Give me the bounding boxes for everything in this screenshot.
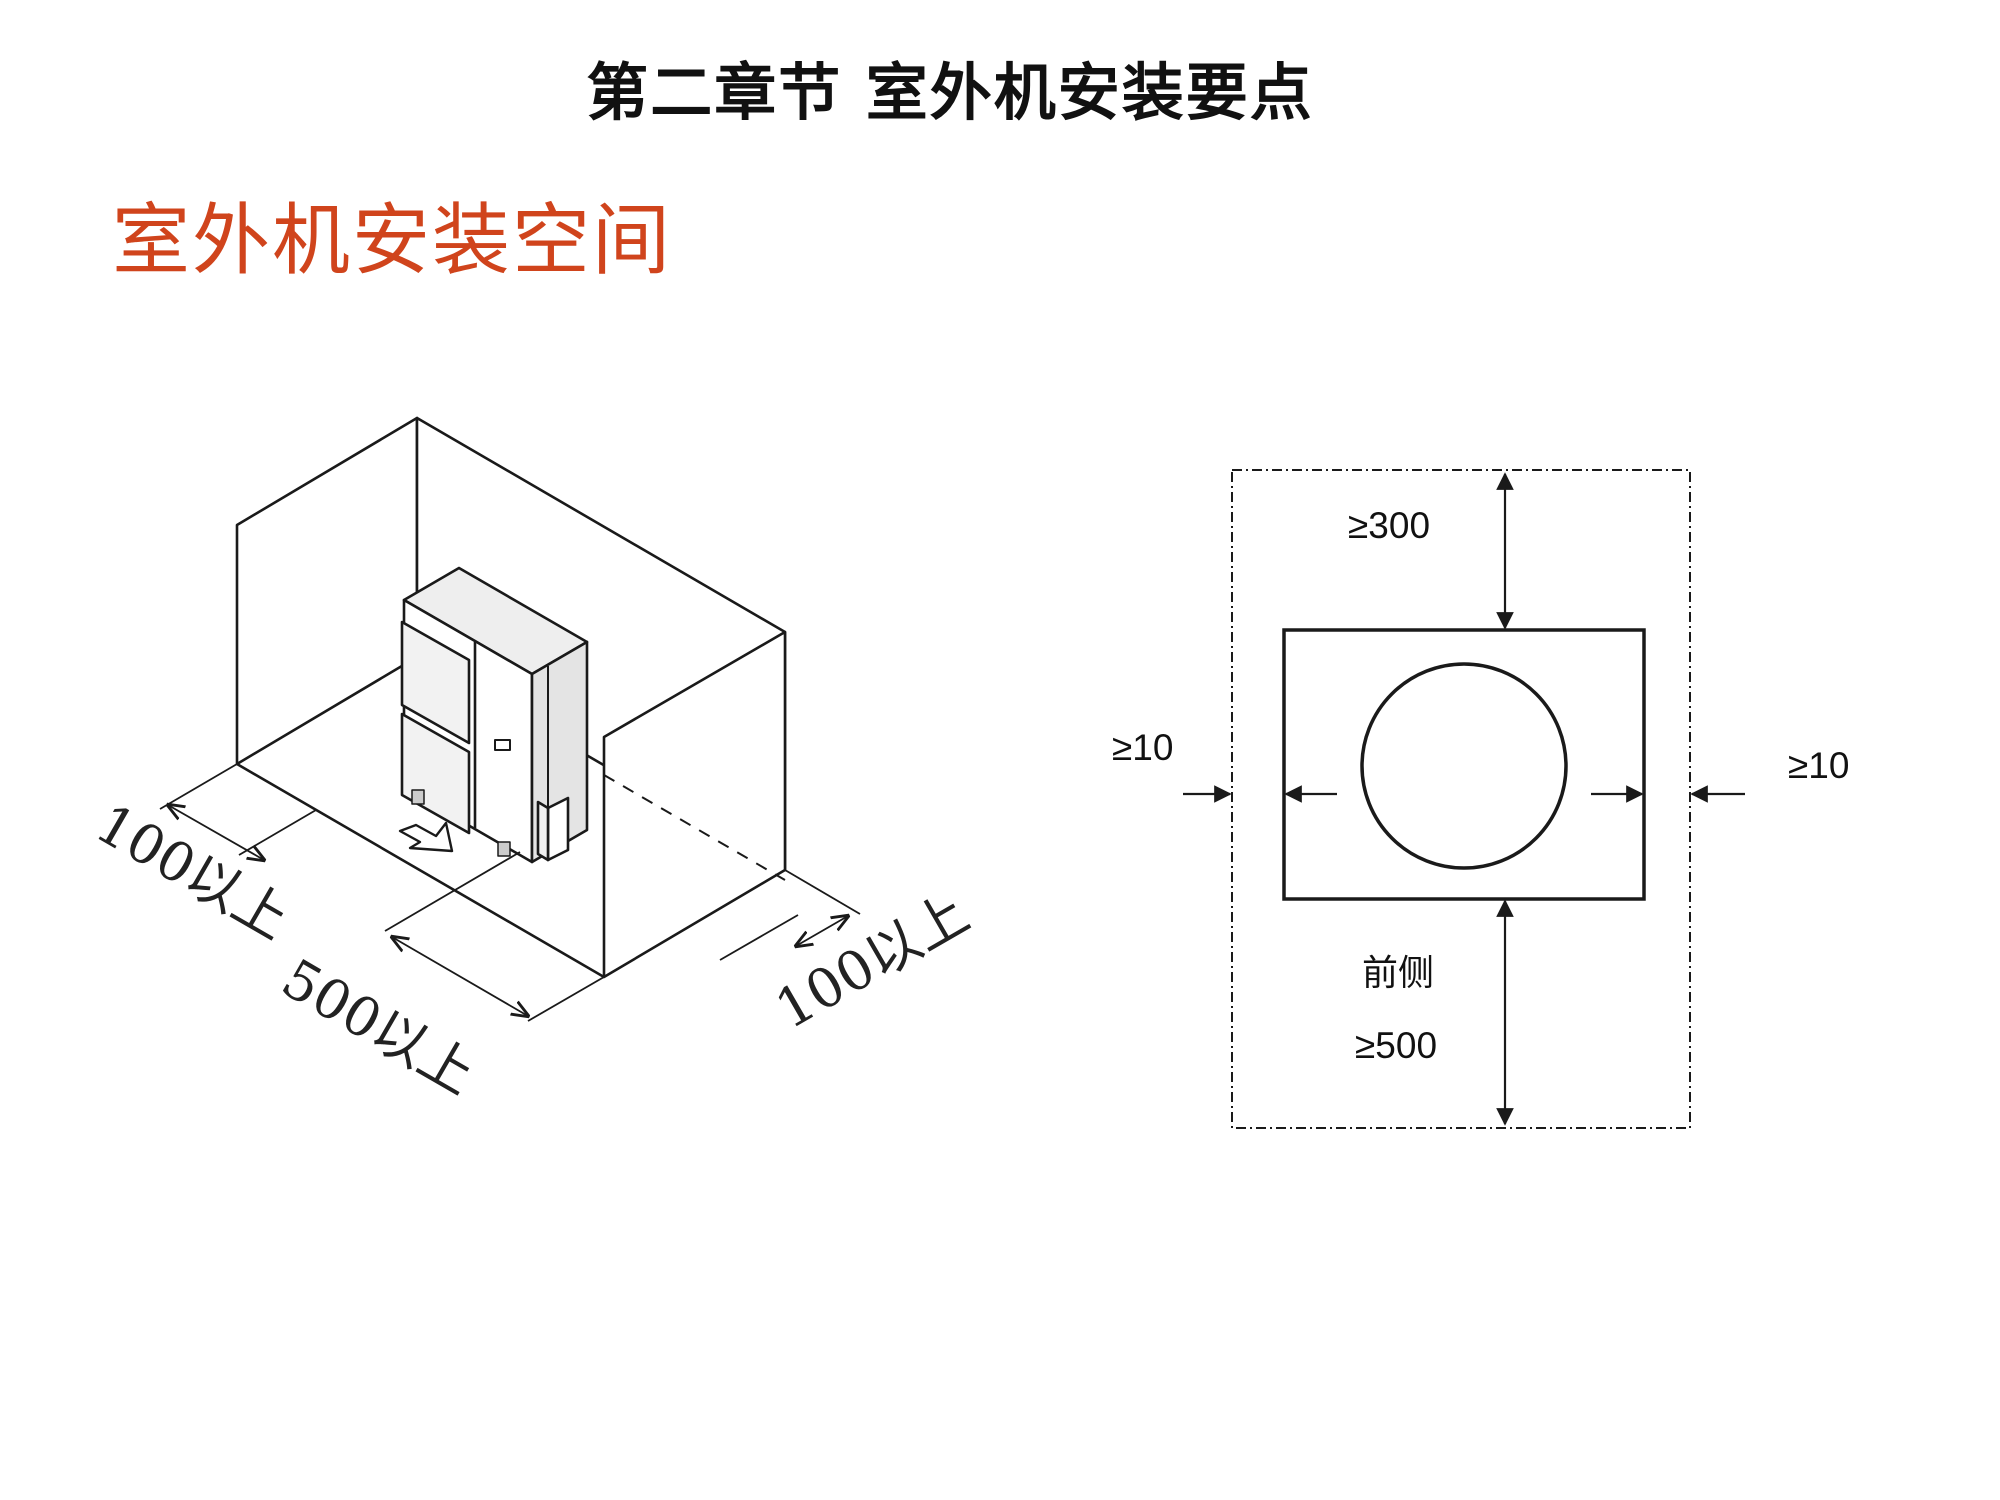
- pipe-cover-box-front: [536, 800, 550, 862]
- isometric-view: [159, 416, 861, 1022]
- left-clearance-dim-line: [168, 805, 264, 860]
- clearance-boundary-dashed: [1231, 469, 1691, 1129]
- back-left-wall: [235, 416, 419, 766]
- unit-foot-left: [411, 789, 425, 805]
- left-clearance-label: 100以上: [86, 792, 300, 952]
- top-clearance-label: ≥300: [1348, 505, 1430, 546]
- plan-view: [1183, 469, 1745, 1129]
- front-clearance-dim-line: [392, 937, 528, 1016]
- front-clearance-label-plan: ≥500: [1355, 1025, 1437, 1066]
- right-clearance-label: 100以上: [765, 881, 979, 1041]
- airflow-arrow-icon: [398, 821, 454, 853]
- floor-front-edge: [236, 762, 605, 979]
- right-dim-ext-2: [784, 869, 861, 915]
- left-dim-ext-1: [159, 763, 238, 810]
- section-title: 室外机安装空间: [112, 196, 673, 286]
- unit-upper-grille: [400, 620, 471, 745]
- left-dim-ext-2: [238, 809, 317, 856]
- front-dim-ext-1: [384, 851, 521, 932]
- unit-display-window: [494, 739, 511, 751]
- front-dim-ext-2: [527, 976, 605, 1022]
- pipe-cover-box: [546, 796, 570, 862]
- unit-outline: [1282, 628, 1646, 901]
- front-side-label: 前侧: [1362, 953, 1434, 994]
- right-clearance-dim-line: [796, 916, 848, 946]
- chapter-title: 第二章节 室外机安装要点: [586, 56, 1314, 129]
- right-dim-ext-1: [719, 914, 799, 961]
- front-clearance-label: 500以上: [272, 947, 486, 1107]
- outdoor-unit: [398, 566, 589, 864]
- right-clearance-label-plan: ≥10: [1788, 745, 1849, 786]
- unit-foot-right: [497, 841, 511, 857]
- left-clearance-label-plan: ≥10: [1112, 727, 1173, 768]
- fan-circle: [1360, 662, 1568, 870]
